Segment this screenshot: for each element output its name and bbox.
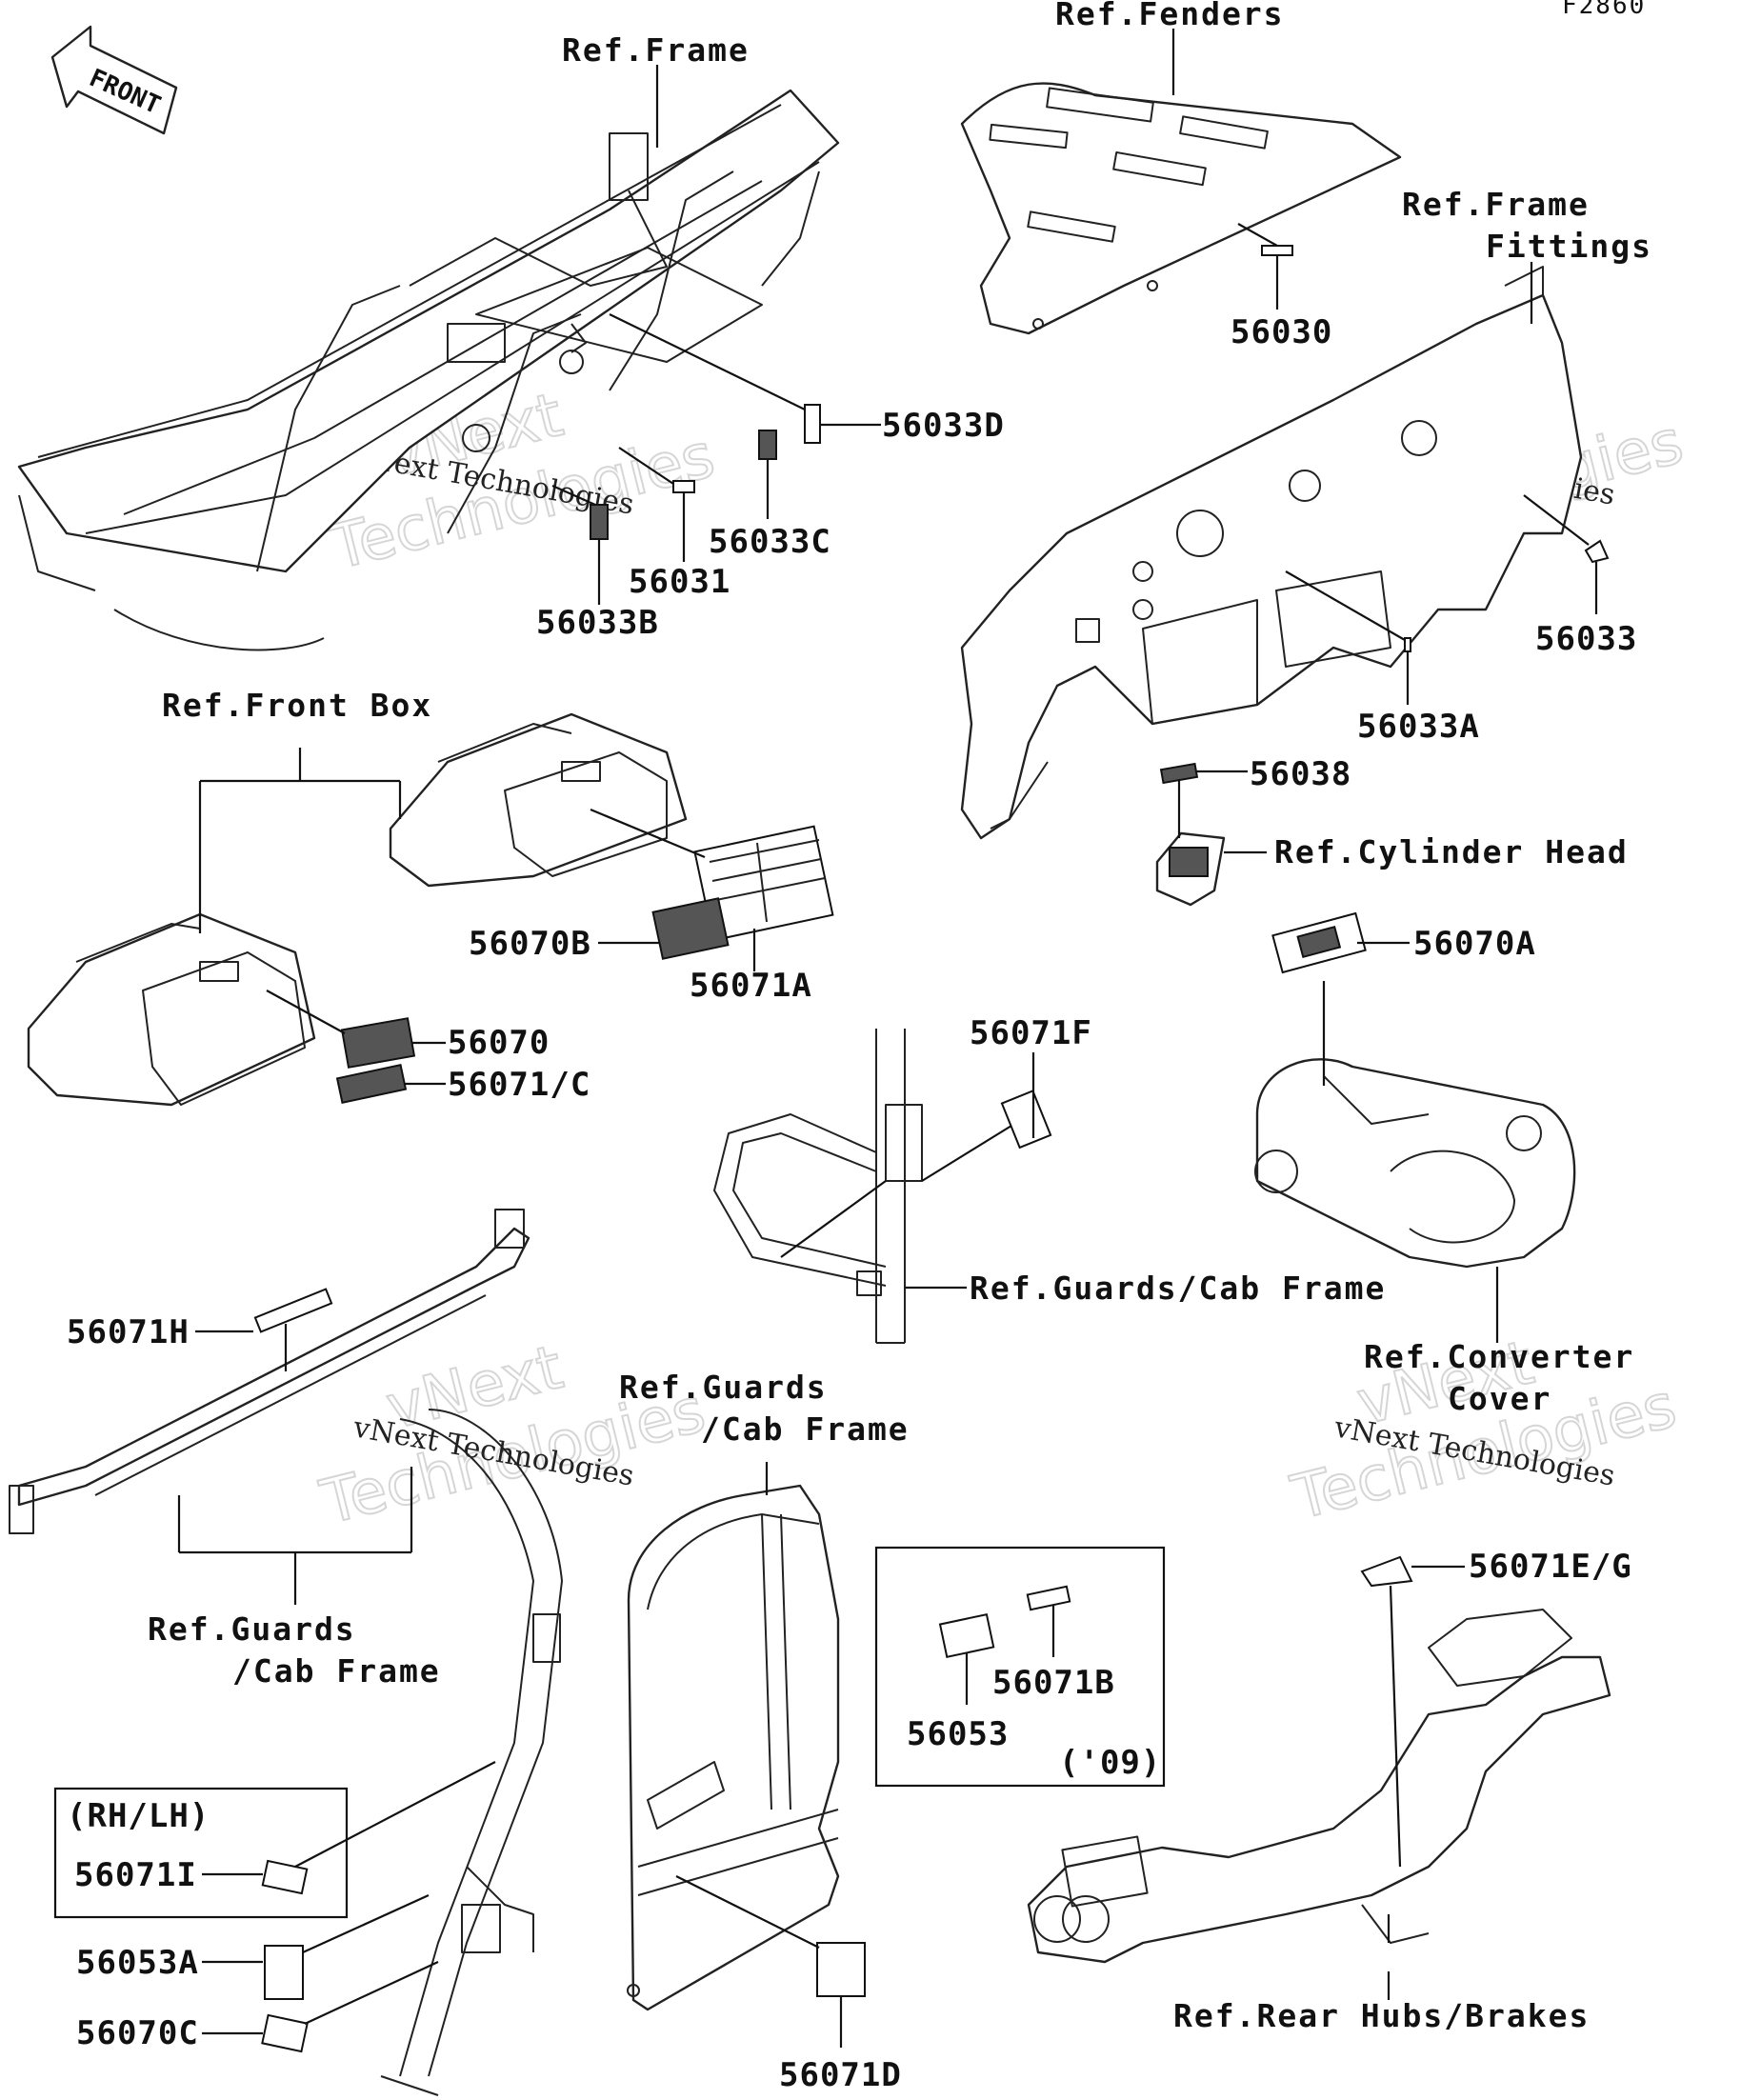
part-56071C-label: 56071/C — [448, 1066, 590, 1104]
roll-bar-illustration — [380, 1409, 563, 2096]
ref-rear-hubs-brakes-label: Ref.Rear Hubs/Brakes — [1173, 1997, 1590, 2034]
rear-hubs-illustration — [1027, 1609, 1611, 1964]
decal-56053A — [264, 1945, 304, 2000]
decal-56033D — [804, 404, 821, 444]
part-56071H-label: 56071H — [67, 1313, 190, 1351]
part-56071EG-label: 56071E/G — [1469, 1548, 1632, 1586]
decal-56038 — [1159, 762, 1199, 785]
decal-56033A — [1404, 637, 1411, 652]
decal-56071B — [1026, 1585, 1071, 1611]
decal-56071C — [335, 1064, 408, 1104]
part-56070C-label: 56070C — [76, 2014, 199, 2052]
front-box-lower-illustration — [27, 912, 316, 1107]
ref-frame-label: Ref.Frame — [562, 31, 750, 69]
decal-56071A — [693, 825, 834, 942]
ref-converter-cover-label-1: Ref.Converter — [1364, 1338, 1634, 1375]
part-56070A-label: 56070A — [1413, 925, 1536, 963]
decal-56070 — [340, 1017, 416, 1069]
part-56071D-label: 56071D — [779, 2056, 902, 2094]
decal-56053 — [938, 1612, 995, 1658]
part-56071B-label: 56071B — [992, 1664, 1115, 1702]
fenders-illustration — [960, 82, 1402, 335]
ref-frame-fittings-label-1: Ref.Frame — [1402, 186, 1590, 223]
ref-guards-cab-frame-left-label-1: Ref.Guards — [148, 1610, 356, 1648]
decal-56071D — [816, 1942, 866, 1997]
decal-56071EG — [1360, 1555, 1413, 1588]
part-56033C-label: 56033C — [709, 523, 831, 561]
ref-converter-cover-label-2: Cover — [1448, 1380, 1551, 1417]
part-56038-label: 56038 — [1250, 755, 1351, 793]
side-note-label: (RH/LH) — [67, 1797, 210, 1835]
decal-56071I — [261, 1859, 309, 1895]
decal-56070C — [261, 2013, 309, 2053]
guard-bar-illustration — [9, 1209, 530, 1534]
diagram-code: F2860 — [1562, 0, 1646, 20]
decal-56071H — [253, 1288, 333, 1333]
decal-56033 — [1584, 539, 1610, 564]
part-56031-label: 56031 — [629, 563, 730, 601]
year-note-label: ('09) — [1059, 1744, 1161, 1782]
part-56033B-label: 56033B — [536, 604, 659, 642]
leader-lines — [177, 29, 1598, 2048]
ref-cylinder-head-label: Ref.Cylinder Head — [1274, 833, 1629, 870]
part-56030-label: 56030 — [1231, 313, 1332, 351]
decal-56030 — [1261, 245, 1293, 256]
frame-illustration — [17, 89, 840, 651]
decal-56033B — [590, 504, 609, 540]
cab-door-illustration — [627, 1484, 840, 2011]
front-box-upper-illustration — [389, 712, 688, 888]
front-arrow-icon: FRONT — [50, 25, 178, 135]
part-56033A-label: 56033A — [1357, 708, 1480, 746]
ref-frame-fittings-label-2: Fittings — [1486, 228, 1652, 265]
part-56070B-label: 56070B — [469, 925, 591, 963]
part-56053A-label: 56053A — [76, 1944, 199, 1982]
decal-56031 — [672, 480, 695, 493]
cylinder-head-illustration — [1155, 831, 1226, 907]
part-56033D-label: 56033D — [882, 407, 1005, 445]
ref-guards-cab-frame-center-label-1: Ref.Guards — [619, 1369, 828, 1406]
ref-guards-cab-frame-left-label-2: /Cab Frame — [232, 1652, 441, 1690]
frame-fittings-illustration — [960, 266, 1583, 840]
guard-hoop-illustration — [713, 1029, 923, 1344]
ref-fenders-label: Ref.Fenders — [1055, 0, 1285, 32]
decal-56070B — [651, 897, 730, 960]
year-inset-box — [874, 1546, 1166, 1788]
ref-guards-cab-frame-mid-label: Ref.Guards/Cab Frame — [970, 1270, 1386, 1307]
part-56070-label: 56070 — [448, 1024, 550, 1062]
decal-56070A — [1271, 911, 1367, 974]
part-56033-label: 56033 — [1535, 620, 1637, 658]
converter-cover-illustration — [1254, 1058, 1576, 1269]
part-56071A-label: 56071A — [690, 967, 812, 1005]
part-56053-label: 56053 — [907, 1715, 1009, 1753]
part-56071F-label: 56071F — [970, 1014, 1092, 1052]
decal-56071F — [1000, 1090, 1052, 1150]
part-56071I-label: 56071I — [74, 1856, 197, 1894]
ref-guards-cab-frame-center-label-2: /Cab Frame — [701, 1410, 910, 1448]
decal-56033C — [758, 430, 777, 460]
ref-front-box-label: Ref.Front Box — [162, 687, 432, 724]
side-inset-box — [53, 1787, 349, 1919]
